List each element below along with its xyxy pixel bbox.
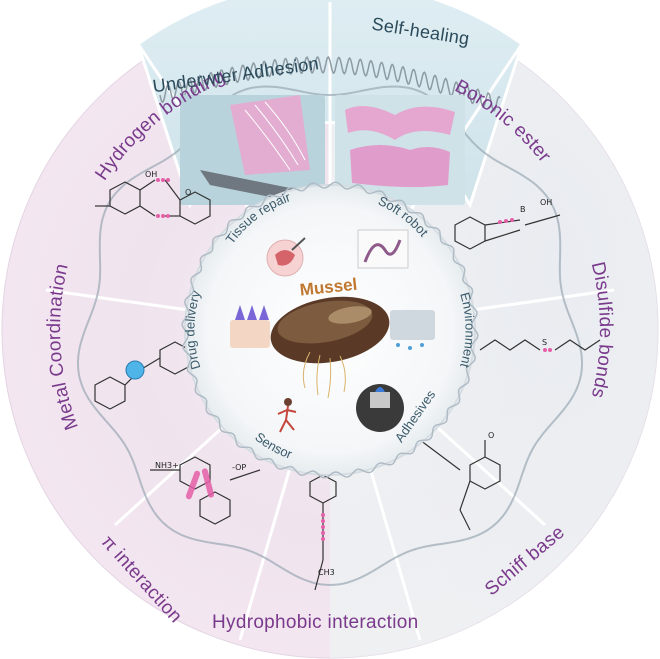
chem-b: B xyxy=(520,205,526,214)
disulfide-bonds-structure xyxy=(479,339,601,351)
drug-delivery-icon xyxy=(230,305,270,348)
metal-ion-icon xyxy=(125,360,145,380)
mussel-image xyxy=(270,296,390,399)
schiff-base-structure xyxy=(419,439,501,531)
chem-oh-2: OH xyxy=(540,198,552,207)
environment-icon xyxy=(390,310,435,350)
self-healing-panel xyxy=(335,95,465,205)
label-environment: Environment xyxy=(457,291,478,370)
chem-op: -OP xyxy=(232,463,246,472)
soft-robot-icon xyxy=(357,229,409,269)
chem-o-1: O xyxy=(185,188,191,197)
boronic-ester-structure xyxy=(454,214,561,250)
underwater-adhesion-panel xyxy=(180,95,325,205)
chem-ch3: CH3 xyxy=(318,568,335,577)
chem-o-2: O xyxy=(488,431,494,440)
label-hydrophobic-interaction: Hydrophobic interaction xyxy=(212,612,419,633)
inner-wavy-ring xyxy=(181,181,479,479)
sensor-icon xyxy=(277,398,297,433)
chem-oh-1: OH xyxy=(145,170,157,179)
hydrogen-bonding-structure xyxy=(95,179,211,225)
tissue-repair-icon xyxy=(266,237,306,277)
chem-nh3: NH3+ xyxy=(155,461,179,470)
spring-coil xyxy=(159,55,501,112)
label-drug-delivery: Drug delivery xyxy=(182,288,203,371)
chem-s: S xyxy=(542,338,547,347)
adhesives-icon xyxy=(356,384,404,432)
